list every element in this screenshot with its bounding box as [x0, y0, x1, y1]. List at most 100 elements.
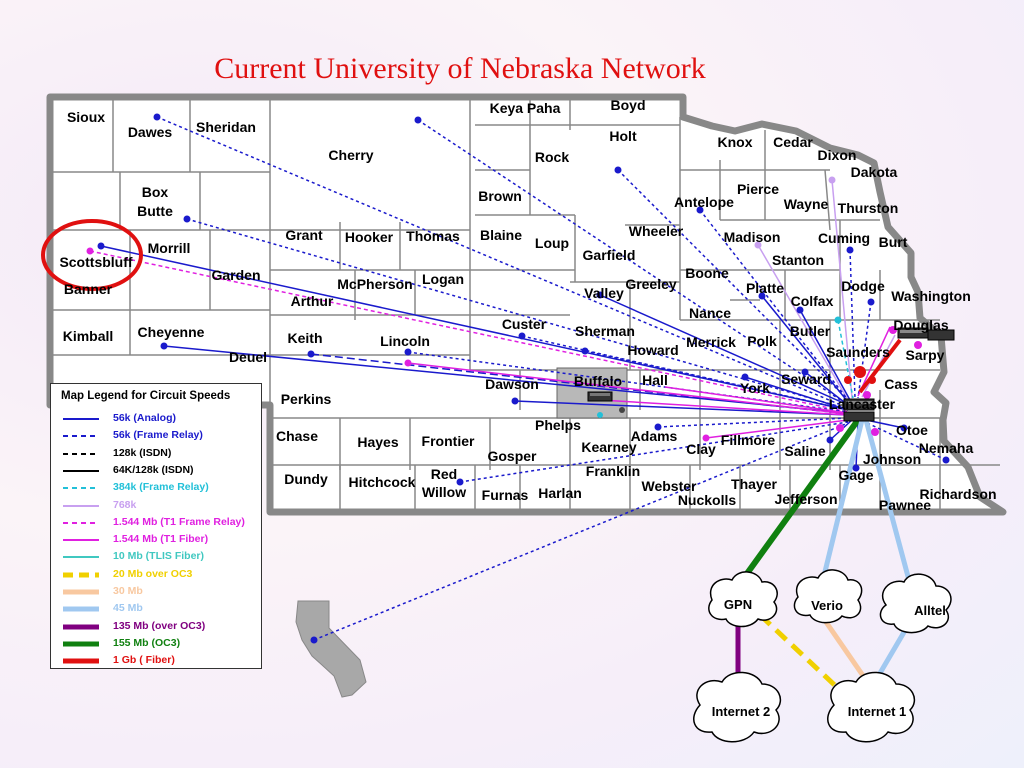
legend-item-label: 30 Mb [113, 585, 143, 597]
cloud-gpn-label: GPN [724, 597, 752, 612]
legend-item: 1.544 Mb (T1 Frame Relay) [51, 515, 263, 531]
county-label-cheyenne: Cheyenne [138, 324, 205, 340]
legend-item: 384k (Frame Relay) [51, 480, 263, 496]
cloud-internet1: Internet 1 [827, 671, 916, 743]
county-label-lancaster: Lancaster [829, 396, 896, 412]
county-label-saline: Saline [784, 443, 825, 459]
county-label-cherry: Cherry [328, 147, 373, 163]
county-label-deuel: Deuel [229, 349, 267, 365]
county-label-hall: Hall [642, 372, 668, 388]
circuit-custer [521, 335, 849, 411]
cloud-alltel-label: Alltel [914, 603, 946, 618]
circuit-seward [804, 371, 849, 406]
legend-item-label: 155 Mb (OC3) [113, 636, 181, 649]
county-label-wheeler: Wheeler [629, 223, 684, 239]
link-douglas-lancaster [858, 338, 902, 394]
county-label-howard: Howard [627, 342, 678, 358]
county-label-boone: Boone [685, 265, 729, 281]
county-label-madison: Madison [724, 229, 781, 245]
router-icon-buffalo [587, 391, 613, 402]
county-label-dakota: Dakota [851, 164, 898, 180]
county-label-brown: Brown [478, 188, 522, 204]
county-label-fillmore: Fillmore [721, 432, 776, 448]
legend-swatch [63, 452, 99, 455]
circuit-cherry [417, 119, 849, 406]
legend-swatch [63, 504, 99, 507]
link-verio-internet1 [823, 620, 869, 682]
legend-swatch [63, 521, 99, 524]
circuit-antelope [699, 209, 849, 401]
county-label-pawnee: Pawnee [879, 497, 931, 513]
legend-swatch [63, 589, 99, 595]
legend-item: 45 Mb [51, 601, 263, 617]
circuit-hall [664, 386, 849, 414]
county-label-franklin: Franklin [586, 463, 640, 479]
county-label-dawes: Dawes [128, 124, 173, 140]
county-label-platte: Platte [746, 280, 784, 296]
circuit-scottsbluff-t1 [89, 250, 849, 413]
california-inset [295, 600, 367, 698]
circuit-sherman [584, 350, 849, 411]
county-label-logan: Logan [422, 271, 464, 287]
link-gpn-internet1 [758, 613, 844, 694]
county-label-dodge: Dodge [841, 278, 885, 294]
county-label-nemaha: Nemaha [919, 440, 974, 456]
circuit-cuming [849, 249, 856, 399]
county-label-garden: Garden [211, 267, 260, 283]
legend-item: 56k (Analog) [51, 411, 263, 427]
legend-item-label: 1.544 Mb (T1 Frame Relay) [113, 515, 245, 528]
county-label-chase: Chase [276, 428, 318, 444]
legend-item-label: 10 Mb (TLIS Fiber) [113, 550, 205, 563]
county-label-kearney: Kearney [581, 439, 636, 455]
circuit-nemaha [864, 421, 947, 461]
county-label-cuming: Cuming [818, 230, 870, 246]
county-label-hayes: Hayes [357, 434, 398, 450]
county-label-dixon: Dixon [818, 147, 857, 163]
county-label-banner: Banner [64, 281, 113, 297]
legend-item: 10 Mb (TLIS Fiber) [51, 549, 263, 565]
county-label-sarpy: Sarpy [906, 347, 945, 363]
legend-item: 155 Mb (OC3) [51, 636, 263, 652]
county-label-willow: Willow [422, 484, 466, 500]
county-label-perkins: Perkins [281, 391, 332, 407]
county-label-stanton: Stanton [772, 252, 824, 268]
legend-item-label: 56k (Frame Relay) [113, 429, 203, 442]
county-label-box: Box [142, 184, 169, 200]
legend-item: 1 Gb ( Fiber) [51, 653, 263, 669]
county-label-hooker: Hooker [345, 229, 394, 245]
county-label-seward: Seward [781, 371, 831, 387]
cloud-alltel: Alltel [879, 573, 952, 634]
circuit-butler [837, 319, 854, 399]
legend-swatch [63, 556, 99, 559]
cloud-internet2: Internet 2 [693, 671, 782, 743]
router-icon-lancaster [843, 398, 875, 422]
county-label-butler: Butler [790, 323, 831, 339]
router-icon-omaha [897, 327, 955, 341]
county-label-washington: Washington [891, 288, 971, 304]
county-label-nuckolls: Nuckolls [678, 492, 737, 508]
legend-item: 30 Mb [51, 584, 263, 600]
county-label-pierce: Pierce [737, 181, 779, 197]
county-label-merrick: Merrick [686, 334, 736, 350]
county-label-johnson: Johnson [863, 451, 921, 467]
legend-item: 64K/128k (ISDN) [51, 463, 263, 479]
legend-swatch [63, 418, 99, 420]
county-label-jefferson: Jefferson [774, 491, 837, 507]
legend-item-label: 1 Gb ( Fiber) [113, 654, 175, 667]
cloud-verio-label: Verio [811, 598, 843, 613]
legend-item: 768k [51, 498, 263, 514]
county-label-colfax: Colfax [791, 293, 834, 309]
legend-swatch [63, 641, 99, 647]
county-label-morrill: Morrill [148, 240, 191, 256]
county-label-gage: Gage [838, 467, 873, 483]
legend-item-label: 1.544 Mb (T1 Fiber) [113, 533, 209, 546]
county-label-clay: Clay [686, 441, 716, 457]
circuit-lincoln [407, 362, 849, 415]
county-label-antelope: Antelope [674, 194, 734, 210]
county-label-sheridan: Sheridan [196, 119, 256, 135]
scottsbluff-highlight [41, 219, 143, 291]
site-dots [86, 113, 950, 644]
county-label-knox: Knox [718, 134, 753, 150]
cloud-internet2-label: Internet 2 [712, 704, 771, 719]
county-label-arthur: Arthur [291, 293, 334, 309]
